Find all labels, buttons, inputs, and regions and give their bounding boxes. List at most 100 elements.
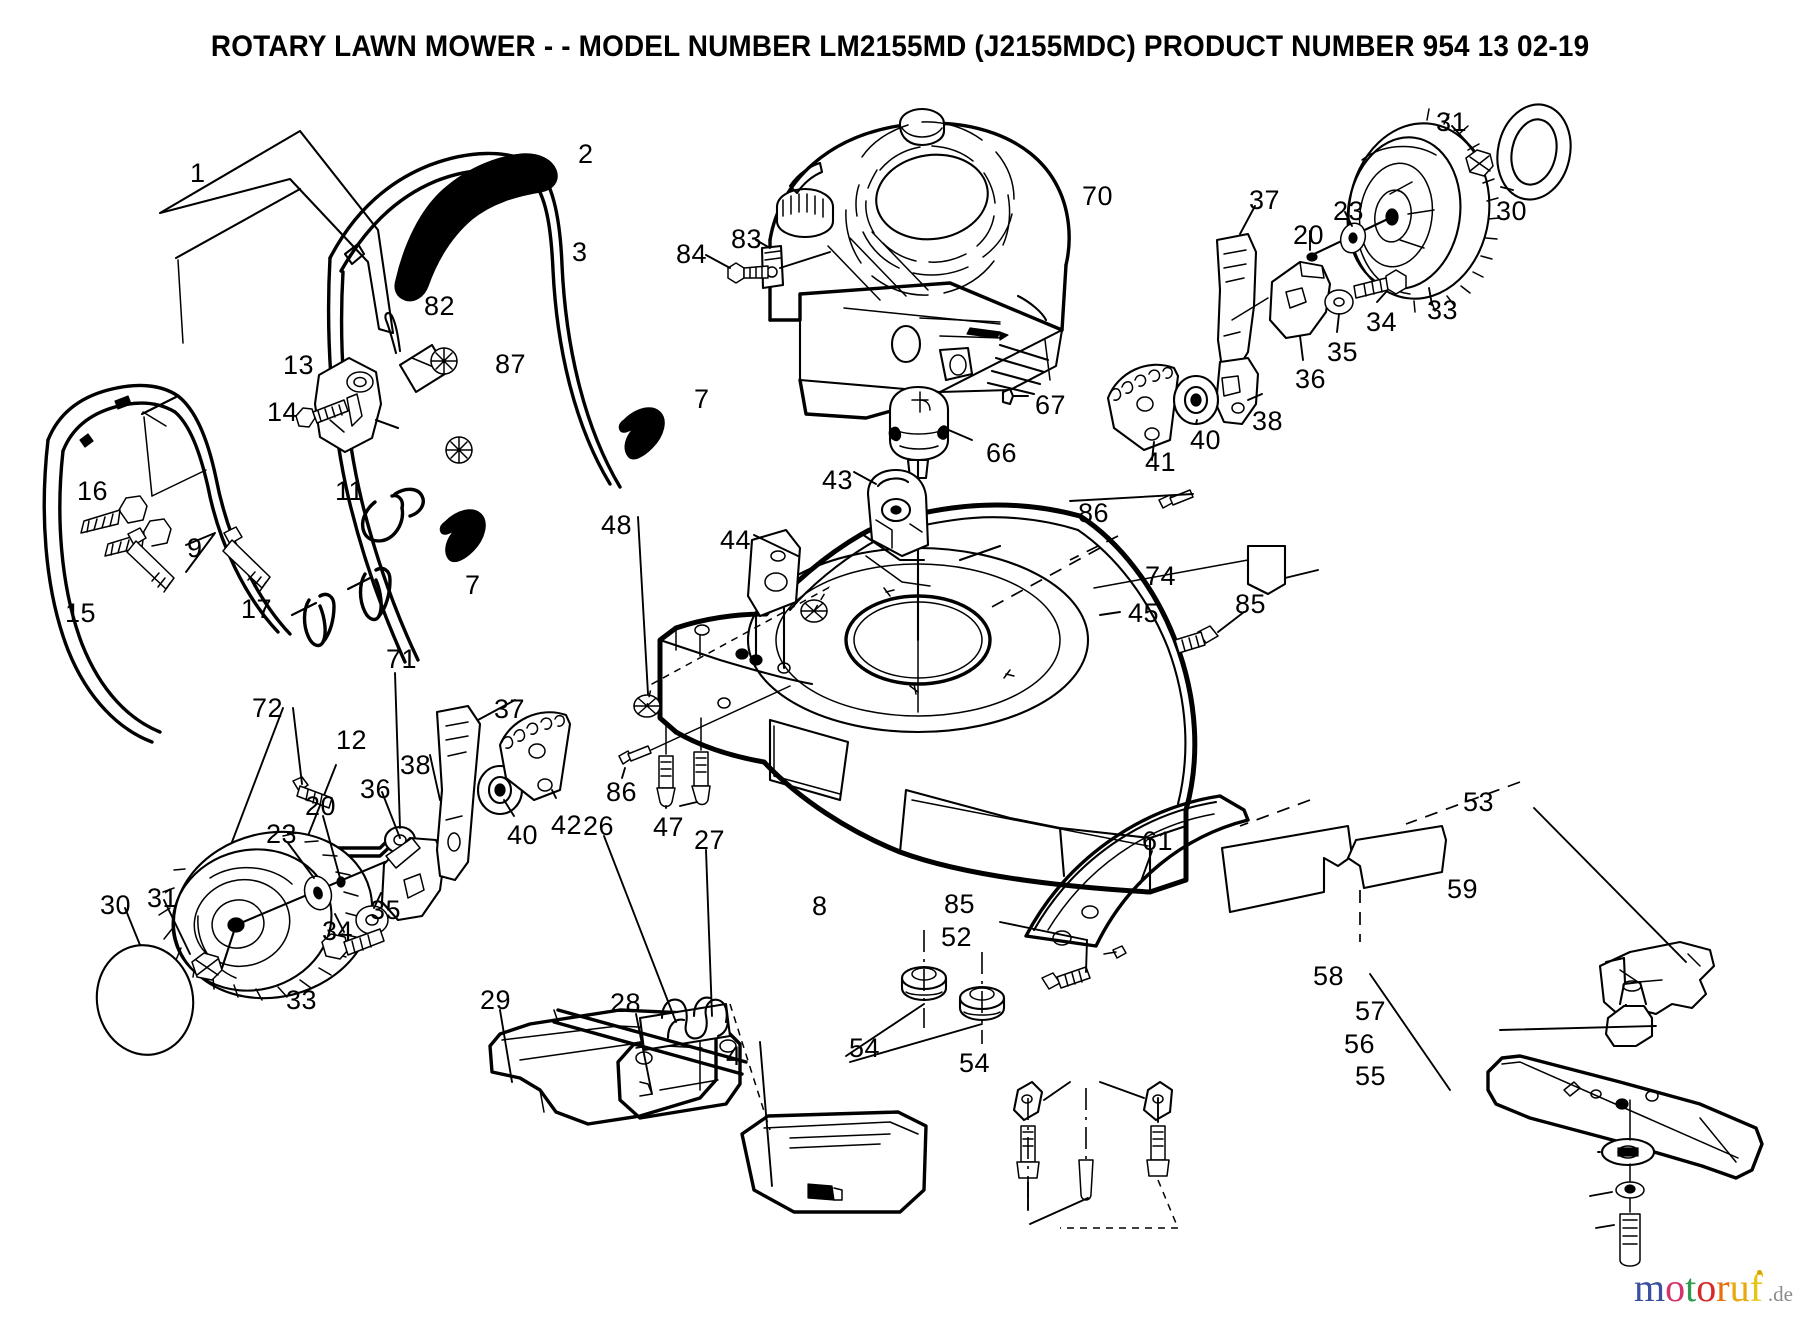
callout-52: 52	[941, 922, 973, 952]
callout-35-right: 35	[1327, 337, 1359, 367]
part-83-attach-leader	[779, 251, 831, 269]
part-72-leader-a	[292, 707, 303, 785]
callout-13: 13	[283, 350, 315, 380]
part-67-key	[1001, 387, 1029, 406]
callout-43: 43	[822, 465, 854, 495]
callout-47: 47	[653, 812, 685, 842]
part-72-bolt-a	[292, 776, 333, 809]
callout-59: 59	[1447, 874, 1479, 904]
guard-dashline-a	[1239, 799, 1311, 827]
part-36-bracket-left	[380, 791, 446, 922]
part-74-leader	[1093, 559, 1249, 589]
callout-15: 15	[65, 598, 97, 628]
part-23-washer-left	[287, 842, 333, 911]
part-87-flange-nut-upper	[430, 347, 458, 375]
callout-57: 57	[1355, 996, 1387, 1026]
part-34-bolt-left	[321, 913, 385, 960]
part-61-panel-a	[1220, 824, 1354, 914]
part-33-wheel-right	[1346, 108, 1500, 313]
callout-31-right: 31	[1436, 107, 1468, 137]
part-85-bolt-deck	[999, 921, 1091, 990]
part-30-hubcap-left	[95, 907, 195, 1056]
watermark-letter-m: m	[1634, 1265, 1666, 1310]
callout-7-lower: 7	[465, 570, 481, 600]
part-3-handle-bar	[326, 151, 622, 664]
callout-74: 74	[1145, 561, 1177, 591]
callout-54-a: 54	[849, 1033, 881, 1063]
callout-1: 1	[190, 158, 206, 188]
part-86-dashline-a	[1069, 535, 1119, 561]
part-85-screw-top	[1103, 945, 1127, 959]
callout-84: 84	[676, 239, 708, 269]
callout-53: 53	[1463, 787, 1495, 817]
callout-12: 12	[336, 725, 368, 755]
callout-31-left: 31	[147, 883, 179, 913]
part-86-leader-left	[650, 685, 791, 751]
callout-37-left: 37	[494, 694, 526, 724]
part-66-flywheel-boot	[888, 385, 973, 480]
part-2-handle-grip	[394, 153, 558, 302]
callout-36-right: 36	[1295, 364, 1327, 394]
part-57-washer	[1597, 1137, 1656, 1167]
callout-38-right: 38	[1252, 406, 1284, 436]
part-17-hairpin-clip-a	[290, 592, 336, 648]
part-20-pin-right	[1306, 252, 1318, 262]
watermark-letter-o1: o	[1665, 1265, 1686, 1310]
watermark-dot-icon	[1756, 1270, 1762, 1275]
callout-85-right: 85	[1235, 589, 1267, 619]
part-52-clamp-a	[1012, 1080, 1071, 1122]
part-16-carriage-bolt-a	[80, 495, 148, 534]
part-7-handle-knob-lower	[439, 509, 486, 563]
callout-72: 72	[252, 693, 284, 723]
part-8-grommet-b	[849, 952, 1006, 1063]
part-36-bracket-right	[1268, 260, 1332, 361]
callout-20-left: 20	[305, 791, 337, 821]
bracket-link-right	[1231, 297, 1269, 321]
watermark-letter-r: r	[1716, 1265, 1730, 1310]
callout-27: 27	[694, 825, 726, 855]
callout-40-left: 40	[507, 820, 539, 850]
part-38-lever-lower-right	[1214, 356, 1263, 426]
part-54-bolt-b	[1060, 1097, 1180, 1229]
part-35-washer-left	[355, 892, 389, 935]
part-7-handle-knob-upper	[618, 407, 665, 460]
callout-29: 29	[480, 985, 512, 1015]
callout-35-left: 35	[370, 895, 402, 925]
part-9-leader	[185, 532, 216, 573]
part-45-mower-deck	[657, 502, 1198, 895]
part-85-bolt-right	[1174, 611, 1245, 654]
part-74-plate	[1246, 544, 1319, 596]
part-47-screw-b	[679, 717, 711, 807]
callout-36-left: 36	[360, 774, 392, 804]
part-20-leader-left	[322, 815, 341, 879]
part-43-shaft-housing	[853, 468, 930, 558]
part-13-control-bracket	[313, 356, 400, 454]
part-23-washer-right	[1339, 211, 1367, 254]
callout-38-left: 38	[400, 750, 432, 780]
part-11-cable-clip	[360, 487, 425, 543]
part-4-dashline	[729, 1003, 771, 1131]
part-37-leader-left	[477, 699, 516, 721]
diagram-title-bar: ROTARY LAWN MOWER - - MODEL NUMBER LM215…	[0, 30, 1800, 64]
callout-58: 58	[1313, 961, 1345, 991]
callout-34-left: 34	[322, 916, 354, 946]
part-14-bolt	[295, 399, 349, 428]
callout-82: 82	[424, 291, 456, 321]
axle-left	[220, 923, 238, 970]
part-86-screw-right	[1069, 489, 1194, 509]
callout-16: 16	[77, 476, 109, 506]
part-42-wedge-left	[498, 711, 572, 802]
part-1-upper-handle-panel	[158, 129, 395, 344]
part-35-washer-right	[1324, 289, 1354, 333]
part-54-bolt-c	[1029, 1088, 1094, 1225]
callout-61: 61	[1142, 826, 1174, 856]
callout-67: 67	[1035, 390, 1067, 420]
part-70-engine	[768, 107, 1071, 420]
part-38-height-lever-left	[429, 704, 482, 882]
part-9-hex-bolt-a	[222, 526, 271, 592]
part-61-panel-b	[1346, 824, 1448, 890]
part-48-leader	[637, 516, 649, 695]
callout-11: 11	[335, 476, 365, 506]
